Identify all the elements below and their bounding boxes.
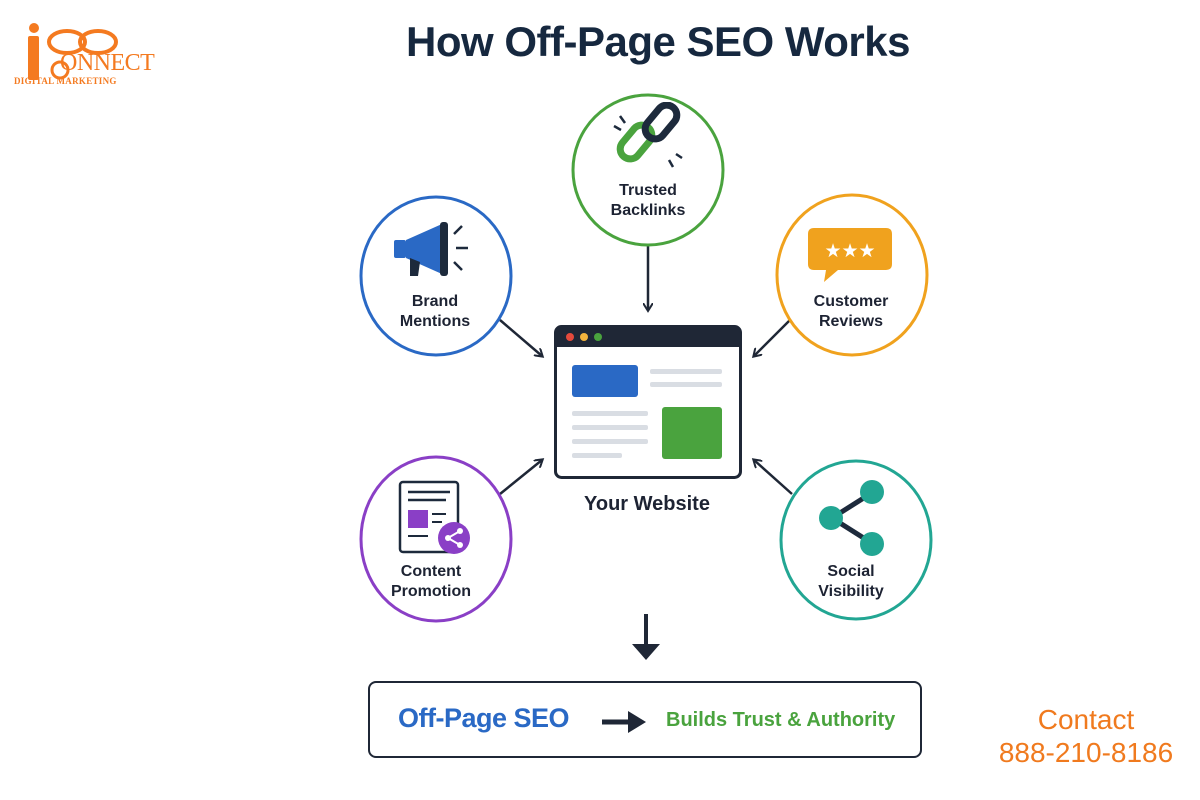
node-label-line1: Brand (411, 293, 459, 310)
share-network-icon (819, 480, 884, 556)
result-right-label: Builds Trust & Authority (666, 709, 896, 731)
node-label-line1: Customer (813, 293, 889, 310)
result-left-label: Off-Page SEO (398, 703, 570, 733)
arrow-social-to-website (754, 460, 793, 495)
node-label-line2: Mentions (399, 313, 471, 330)
svg-text:★★★: ★★★ (824, 240, 875, 262)
node-label-line1: Trusted (619, 182, 677, 199)
node-label-line2: Promotion (391, 583, 471, 600)
contact-label: Contact (1037, 704, 1135, 735)
chain-link-icon (613, 102, 683, 168)
hub-label: Your Website (584, 493, 710, 515)
arrow-right-icon (602, 711, 646, 733)
arrow-promotion-to-website (499, 460, 542, 495)
arrow-reviews-to-website (754, 319, 791, 356)
node-label-line1: Social (827, 563, 875, 580)
arrow-mentions-to-website (499, 319, 542, 356)
node-label-line2: Reviews (818, 313, 884, 330)
result-summary: Off-Page SEO Builds Trust & Authority (368, 681, 922, 758)
star-review-icon: ★★★ (808, 228, 892, 282)
logo-brand: ONNECT (60, 50, 155, 76)
arrow-down-to-result (632, 644, 660, 660)
page-title: How Off-Page SEO Works (406, 18, 910, 65)
contact-phone[interactable]: 888-210-8186 (998, 737, 1174, 768)
node-label-line2: Visibility (818, 583, 884, 600)
megaphone-icon (394, 222, 468, 276)
node-label-line2: Backlinks (610, 202, 686, 219)
logo-tagline: DIGITAL MARKETING (14, 76, 117, 86)
document-share-icon (398, 480, 470, 554)
browser-window-icon (554, 325, 742, 479)
node-label-line1: Content (400, 563, 462, 580)
logo-mark-icon (28, 23, 118, 80)
